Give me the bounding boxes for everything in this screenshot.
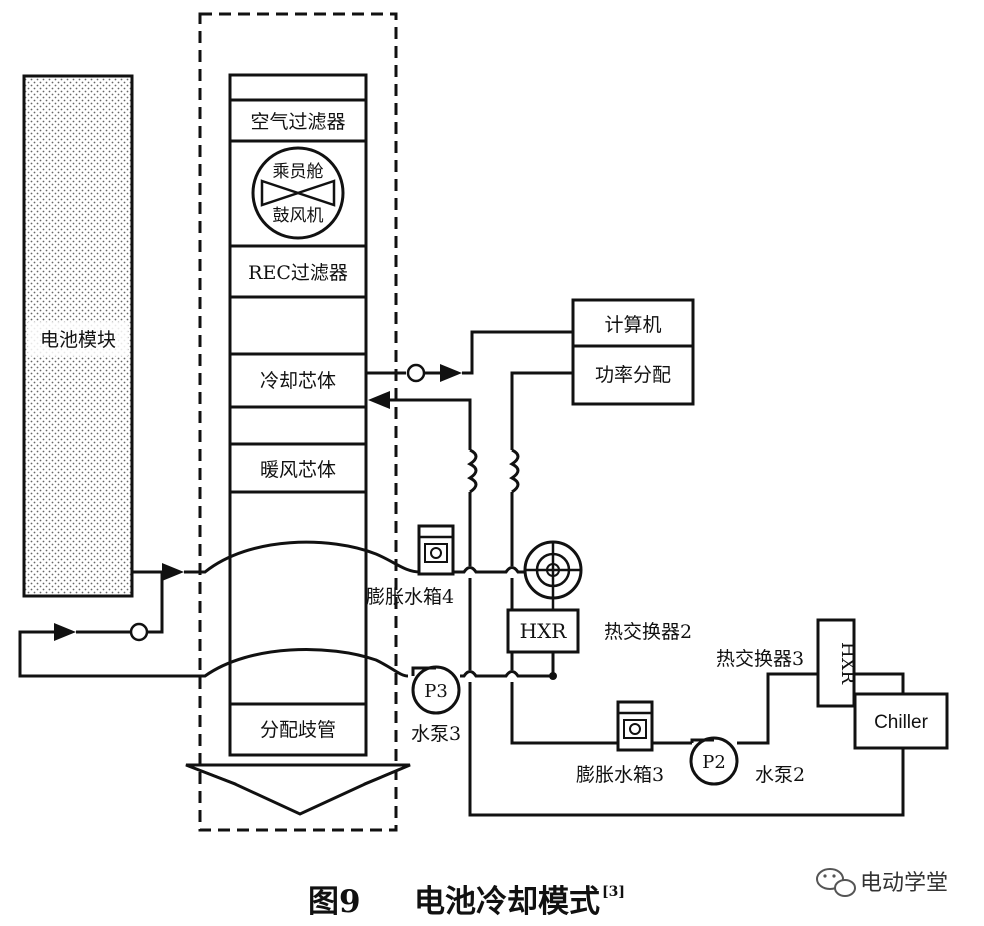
pump2-tag: P2 bbox=[702, 752, 726, 773]
hxr3-label: 热交换器3 bbox=[716, 648, 804, 670]
hvac-boundary bbox=[198, 12, 398, 832]
hxr2-box-label: HXR bbox=[520, 619, 568, 643]
computer-label: 计算机 bbox=[604, 314, 661, 336]
caption-ref: [3] bbox=[602, 884, 625, 900]
chiller-label: Chiller bbox=[874, 712, 929, 733]
valve-icon bbox=[129, 622, 149, 642]
chiller: Chiller bbox=[853, 692, 949, 750]
air-filter-label: 空气过滤器 bbox=[250, 111, 345, 133]
blower-label-line1: 乘员舱 bbox=[273, 162, 324, 182]
arrow-left-icon bbox=[368, 391, 390, 409]
rec-filter-label: REC过滤器 bbox=[248, 262, 348, 284]
caption-fig-number: 图9 bbox=[308, 884, 361, 920]
expansion-tank-3: 膨胀水箱3 bbox=[576, 700, 664, 786]
pump-icon bbox=[689, 736, 739, 786]
hxr3-box-label: HXR bbox=[837, 642, 858, 685]
heat-exchanger-2: HXR 热交换器2 bbox=[506, 608, 692, 654]
watermark-text: 电动学堂 bbox=[860, 871, 948, 896]
arrow-right-icon bbox=[440, 364, 462, 382]
expansion-tank-4: 膨胀水箱4 bbox=[366, 524, 455, 608]
battery-module-label: 电池模块 bbox=[40, 329, 116, 351]
hvac-duct: 空气过滤器 乘员舱 鼓风机 REC过滤器 冷却芯体 暖风芯体 分配歧管 bbox=[228, 73, 368, 757]
watermark: 电动学堂 bbox=[816, 868, 948, 897]
blower-label-line2: 鼓风机 bbox=[273, 206, 324, 226]
coolant-loop bbox=[18, 540, 557, 680]
radiator-fan bbox=[523, 540, 583, 610]
cabin-blower: 乘员舱 鼓风机 bbox=[251, 146, 345, 240]
wechat-icon bbox=[816, 868, 856, 897]
tank4-label: 膨胀水箱4 bbox=[366, 586, 454, 608]
caption-title: 电池冷却模式 bbox=[414, 884, 600, 920]
hxr2-label: 热交换器2 bbox=[604, 621, 692, 643]
controller-box: 计算机 功率分配 bbox=[571, 298, 695, 406]
evaporator-label: 冷却芯体 bbox=[260, 370, 336, 392]
heater-core-label: 暖风芯体 bbox=[260, 459, 336, 481]
power-dist-label: 功率分配 bbox=[595, 364, 671, 386]
manifold-label: 分配歧管 bbox=[260, 719, 336, 741]
pump2-label: 水泵2 bbox=[755, 764, 805, 786]
arrow-right-icon bbox=[162, 563, 184, 581]
pump-2: P2 水泵2 bbox=[652, 672, 818, 786]
pump3-label: 水泵3 bbox=[411, 723, 461, 745]
pump3-tag: P3 bbox=[424, 681, 448, 702]
air-outlet-arrow bbox=[185, 763, 411, 816]
battery-module: 电池模块 bbox=[22, 74, 134, 598]
arrow-right-icon bbox=[54, 623, 76, 641]
heat-exchanger-3: HXR 热交换器3 bbox=[716, 618, 905, 708]
figure-caption: 图9 电池冷却模式 [3] bbox=[308, 884, 625, 920]
tank3-label: 膨胀水箱3 bbox=[576, 764, 664, 786]
pump-3: P3 水泵3 bbox=[411, 665, 461, 745]
valve-icon bbox=[406, 363, 426, 383]
